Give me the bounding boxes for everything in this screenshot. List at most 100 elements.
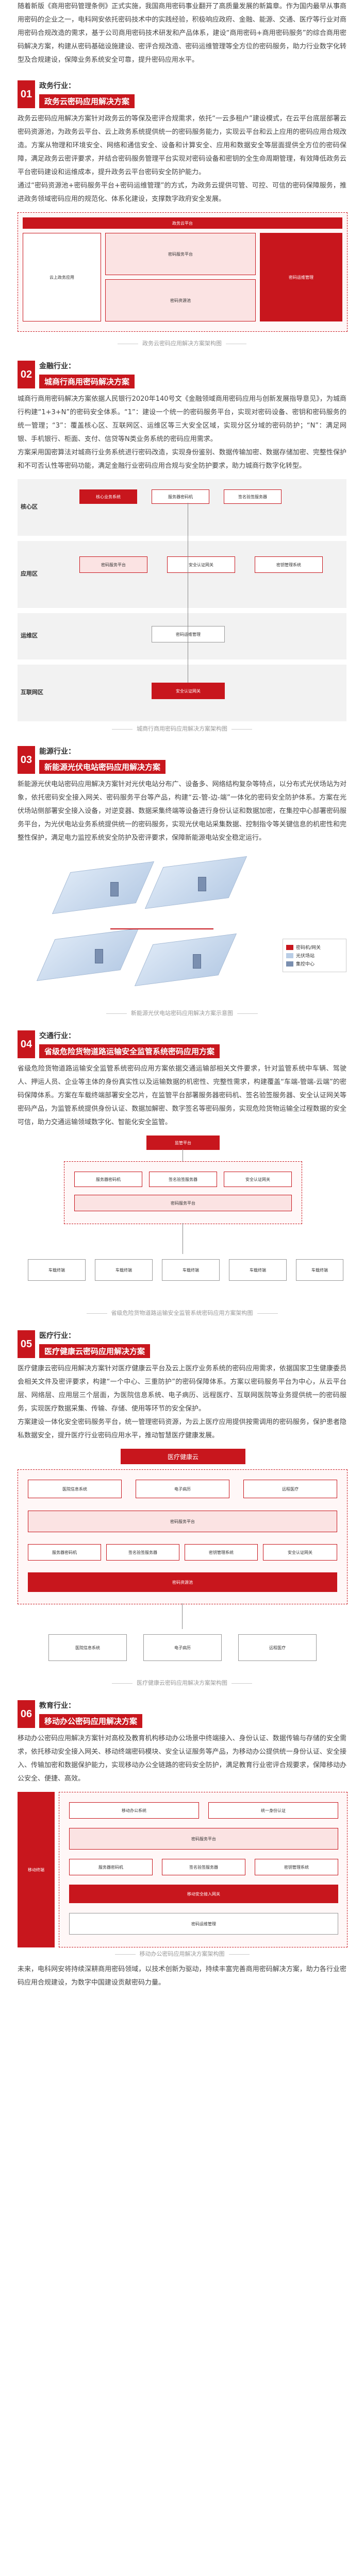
- figure-caption: 政务云密码应用解决方案架构图: [0, 339, 364, 347]
- sign-box: 签名验签服务器: [162, 1859, 245, 1875]
- figure-caption: 省级危险货物道路运输安全监管系统密码应用方案架构图: [0, 1309, 364, 1317]
- core-box: 核心业务系统: [79, 489, 137, 504]
- hospital-box: 医院信息系统: [28, 1480, 122, 1498]
- section-title: 政务云密码应用解决方案: [39, 94, 135, 108]
- zone-band-app: [18, 541, 346, 608]
- section-header-05: 05 医疗行业： 医疗健康云密码应用解决方案: [18, 1330, 346, 1358]
- mgmt-box: 密码运维管理: [260, 233, 342, 321]
- section-paragraph: 移动办公密码应用解决方案针对高校及教育机构移动办公场景中终端接入、身份认证、数据…: [18, 1735, 346, 1783]
- section-title: 城商行商用密码解决方案: [39, 375, 135, 388]
- terminal-box: 车载终端: [229, 1259, 287, 1281]
- gateway-box: 安全认证网关: [224, 1172, 292, 1187]
- section-title: 医疗健康云密码应用解决方案: [39, 1344, 151, 1358]
- article: 随着新版《商用密码管理条例》正式实施，我国商用密码事业翻开了高质量发展的新篇章。…: [0, 0, 364, 2005]
- section-paragraph: 省级危险货物道路运输安全监管系统密码应用方案依据交通运输部相关文件要求，针对监管…: [18, 1065, 346, 1126]
- section-kicker: 政务行业：: [39, 82, 75, 90]
- zone-band-core: [18, 479, 346, 536]
- oa-box: 移动办公系统: [69, 1802, 199, 1819]
- section-kicker: 金融行业：: [39, 362, 75, 370]
- supervise-box: 监管平台: [146, 1136, 220, 1150]
- section-number: 05: [18, 1330, 35, 1358]
- crypto-pool-box: 密码资源池: [105, 279, 256, 321]
- building-icon: [110, 882, 119, 896]
- service-box: 密码服务平台: [79, 556, 147, 573]
- zone-label: 核心区: [21, 503, 38, 510]
- section-number: 01: [18, 80, 35, 108]
- mobile-side-box: 移动终端: [18, 1792, 55, 1947]
- section-paragraph: 城商行商用密码解决方案依据人民银行2020年140号文《金融领域商用密码应用与创…: [18, 395, 346, 443]
- apps-box: 云上政务应用: [23, 233, 101, 321]
- section-title: 新能源光伏电站密码应用解决方案: [39, 760, 166, 774]
- figure-caption: 新能源光伏电站密码应用解决方案示意图: [0, 1009, 364, 1017]
- section-header-04: 04 交通行业： 省级危险货物道路运输安全监管系统密码应用方案: [18, 1030, 346, 1058]
- solar-site-tile: [52, 861, 155, 914]
- section-paragraph: 新能源光伏电站密码应用解决方案针对光伏电站分布广、设备多、网络结构复杂等特点，以…: [18, 781, 346, 842]
- section-kicker: 医疗行业：: [39, 1332, 75, 1340]
- diagram-mobile: 移动终端 移动办公系统 统一身份认证 密码服务平台 服务器密码机 签名验签服务器…: [18, 1792, 348, 1947]
- section-paragraph: 政务云密码应用解决方案针对政务云的等保及密评合规需求，依托“一云多租户”建设模式…: [18, 115, 346, 176]
- section-title: 省级危险货物道路运输安全监管系统密码应用方案: [39, 1044, 220, 1058]
- diagram-solar: 密码机/网关 光伏场站 集控中心: [18, 851, 346, 1006]
- building-icon: [198, 877, 206, 891]
- solar-site-tile: [134, 933, 237, 987]
- internet-gateway-box: 安全认证网关: [152, 683, 225, 699]
- closing-paragraph: 未来，电科网安将持续深耕商用密码领域，以技术创新为驱动，持续丰富完善商用密码解决…: [18, 1965, 346, 1987]
- building-icon: [95, 949, 103, 963]
- zone-label: 运维区: [21, 632, 38, 639]
- service-box: 密码服务平台: [69, 1828, 338, 1850]
- solar-site-tile: [36, 928, 139, 981]
- section-kicker: 能源行业：: [39, 748, 75, 756]
- service-box: 密码服务平台: [74, 1195, 292, 1211]
- diagram-transport: 监管平台 服务器密码机 签名验签服务器 安全认证网关 密码服务平台 车载终端 车…: [18, 1136, 346, 1306]
- section-number: 03: [18, 746, 35, 774]
- diagram-bank: 核心区 应用区 运维区 互联网区 核心业务系统 服务器密码机 签名验签服务器 密…: [18, 479, 346, 721]
- cloud-platform-box: 政务云平台: [23, 217, 342, 229]
- diagram-medical: 医疗健康云 医院信息系统 电子病历 远程医疗 密码服务平台 服务器密码机 签名验…: [18, 1449, 348, 1675]
- section-header-01: 01 政务行业： 政务云密码应用解决方案: [18, 80, 346, 108]
- terminal-box: 车载终端: [95, 1259, 153, 1281]
- remote-box: 远程医疗: [243, 1480, 337, 1498]
- auth-box: 统一身份认证: [208, 1802, 338, 1819]
- service-platform-box: 密码服务平台: [105, 233, 256, 275]
- diagram-gov-cloud: 政务云平台 云上政务应用 密码服务平台 密码资源池 密码运维管理: [18, 212, 348, 336]
- section-header-03: 03 能源行业： 新能源光伏电站密码应用解决方案: [18, 746, 346, 774]
- zone-label: 互联网区: [21, 689, 43, 696]
- figure-caption: 医疗健康云密码应用解决方案架构图: [0, 1679, 364, 1687]
- section-kicker: 教育行业：: [39, 1702, 75, 1710]
- sign-box: 签名验签服务器: [224, 489, 282, 504]
- terminal-box: 车载终端: [162, 1259, 220, 1281]
- diagram-title: 医疗健康云: [121, 1449, 245, 1464]
- legend-label: 密码机/网关: [296, 945, 321, 951]
- zone-label: 应用区: [21, 570, 38, 577]
- emr-site-box: 电子病历: [143, 1634, 222, 1661]
- section-kicker: 交通行业：: [39, 1032, 75, 1040]
- building-icon: [193, 954, 201, 969]
- connector-line: [182, 1603, 183, 1629]
- section-header-02: 02 金融行业： 城商行商用密码解决方案: [18, 361, 346, 388]
- gateway-box: 安全认证网关: [167, 556, 235, 573]
- gateway-box: 安全认证网关: [263, 1544, 337, 1561]
- hsm-box: 服务器密码机: [74, 1172, 142, 1187]
- ops-box: 密码运维管理: [152, 626, 225, 642]
- section-paragraph: 方案建设一体化安全密码服务平台，统一管理密码资源，为云上医疗应用提供按需调用的密…: [18, 1418, 346, 1439]
- mgmt-box: 密码运维管理: [69, 1913, 338, 1935]
- figure-caption: 城商行商用密码应用解决方案架构图: [0, 724, 364, 733]
- sign-box: 签名验签服务器: [106, 1544, 179, 1561]
- section-paragraph: 通过“密码资源池+密码服务平台+密码运维管理”的方式，为政务云提供可管、可控、可…: [18, 182, 346, 203]
- figure-caption: 移动办公密码应用解决方案架构图: [0, 1950, 364, 1958]
- section-header-06: 06 教育行业： 移动办公密码应用解决方案: [18, 1700, 346, 1728]
- crypto-pool-box: 密码资源池: [28, 1572, 337, 1592]
- hsm-box: 服务器密码机: [152, 489, 209, 504]
- hsm-box: 服务器密码机: [28, 1544, 101, 1561]
- legend: 密码机/网关 光伏场站 集控中心: [283, 939, 346, 972]
- kms-box: 密钥管理系统: [255, 1859, 338, 1875]
- section-title: 移动办公密码应用解决方案: [39, 1714, 143, 1728]
- kms-box: 密钥管理系统: [185, 1544, 258, 1561]
- remote-site-box: 远程医疗: [238, 1634, 317, 1661]
- legend-label: 光伏场站: [296, 954, 315, 959]
- hsm-box: 服务器密码机: [69, 1859, 153, 1875]
- emr-box: 电子病历: [136, 1480, 229, 1498]
- section-number: 04: [18, 1030, 35, 1058]
- section-paragraph: 方案采用国密算法对城商行业务系统进行密码改造，实现身份鉴别、数据传输加密、数据存…: [18, 449, 346, 470]
- hospital-site-box: 医院信息系统: [48, 1634, 127, 1661]
